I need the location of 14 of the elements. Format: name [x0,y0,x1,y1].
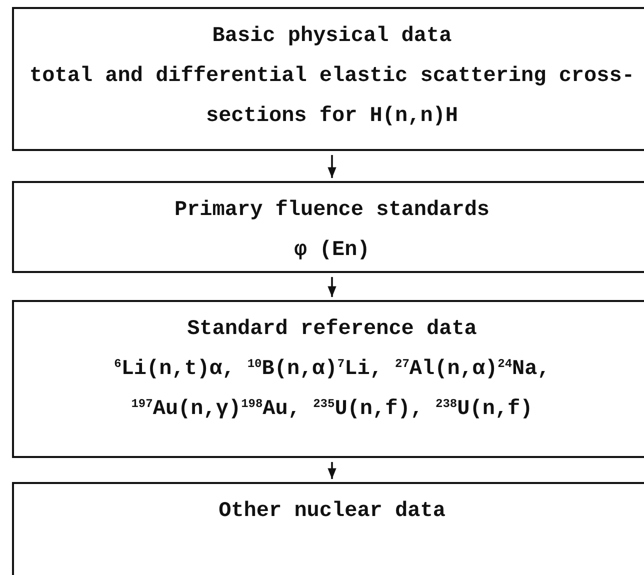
box-text: total and differential elastic scattering cross-sections for H(n,n)H [28,64,636,130]
box-heading: Primary fluence standards [173,198,491,224]
process-box [12,482,644,575]
arrow [328,277,336,297]
arrow [328,155,336,178]
box-text: $^{6}$Li(n,t)α, $^{10}$B(n,α)$^{7}$Li, $^{27}$Al(n,α)$^{24}$Na, $^{197}$Au(n,γ)$^{198}$Au, $^{235}$U(n,f), $^{238}$U(n,f) [113,356,551,423]
process-box [12,300,644,458]
box-text: φ (En) [293,238,371,264]
arrow [328,462,336,479]
box-heading: Basic physical data [211,24,453,50]
box-heading: Other nuclear data [218,499,446,525]
process-box [12,181,644,273]
process-box [12,7,644,151]
box-heading: Standard reference data [186,317,478,343]
